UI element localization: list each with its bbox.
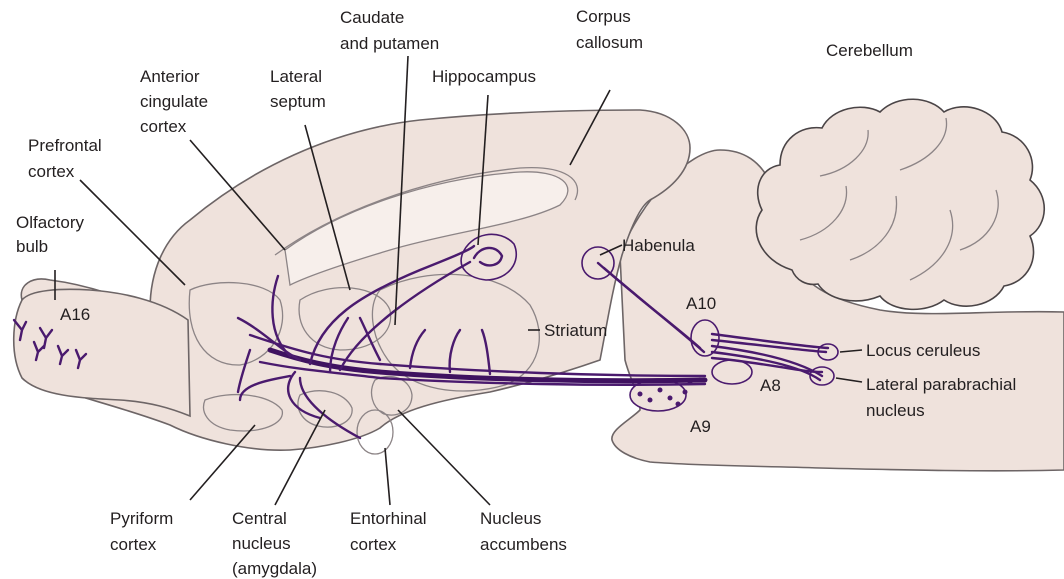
label-lateral-parabrachial-1: Lateral parabrachial <box>866 375 1016 394</box>
label-pyriform-1: Pyriform <box>110 509 173 528</box>
label-nucleus-accumbens-2: accumbens <box>480 535 567 554</box>
label-a9: A9 <box>690 417 711 436</box>
label-hippocampus: Hippocampus <box>432 67 536 86</box>
label-olfactory-1: Olfactory <box>16 213 85 232</box>
label-caudate-2: and putamen <box>340 34 439 53</box>
label-lateral-septum-1: Lateral <box>270 67 322 86</box>
label-nucleus-accumbens-1: Nucleus <box>480 509 541 528</box>
label-corpus-callosum-1: Corpus <box>576 7 631 26</box>
label-olfactory-2: bulb <box>16 237 48 256</box>
label-anterior-cingulate-2: cingulate <box>140 92 208 111</box>
label-habenula: Habenula <box>622 236 695 255</box>
label-striatum: Striatum <box>544 321 607 340</box>
label-prefrontal-1: Prefrontal <box>28 136 102 155</box>
a10-nucleus <box>691 320 719 356</box>
label-central-nucleus-2: nucleus <box>232 534 291 553</box>
a8-nucleus <box>712 360 752 384</box>
label-caudate-1: Caudate <box>340 8 404 27</box>
label-central-nucleus-3: (amygdala) <box>232 559 317 578</box>
label-a10: A10 <box>686 294 716 313</box>
label-lateral-septum-2: septum <box>270 92 326 111</box>
label-anterior-cingulate-1: Anterior <box>140 67 200 86</box>
label-pyriform-2: cortex <box>110 535 157 554</box>
label-entorhinal-1: Entorhinal <box>350 509 427 528</box>
label-a8: A8 <box>760 376 781 395</box>
label-a16: A16 <box>60 305 90 324</box>
label-central-nucleus-1: Central <box>232 509 287 528</box>
olfactory-bulb-outline <box>14 289 190 416</box>
label-entorhinal-2: cortex <box>350 535 397 554</box>
label-corpus-callosum-2: callosum <box>576 33 643 52</box>
label-locus-ceruleus: Locus ceruleus <box>866 341 980 360</box>
label-lateral-parabrachial-2: nucleus <box>866 401 925 420</box>
label-cerebellum: Cerebellum <box>826 41 913 60</box>
label-anterior-cingulate-3: cortex <box>140 117 187 136</box>
cerebellum-outline <box>756 99 1044 309</box>
label-prefrontal-2: cortex <box>28 162 75 181</box>
